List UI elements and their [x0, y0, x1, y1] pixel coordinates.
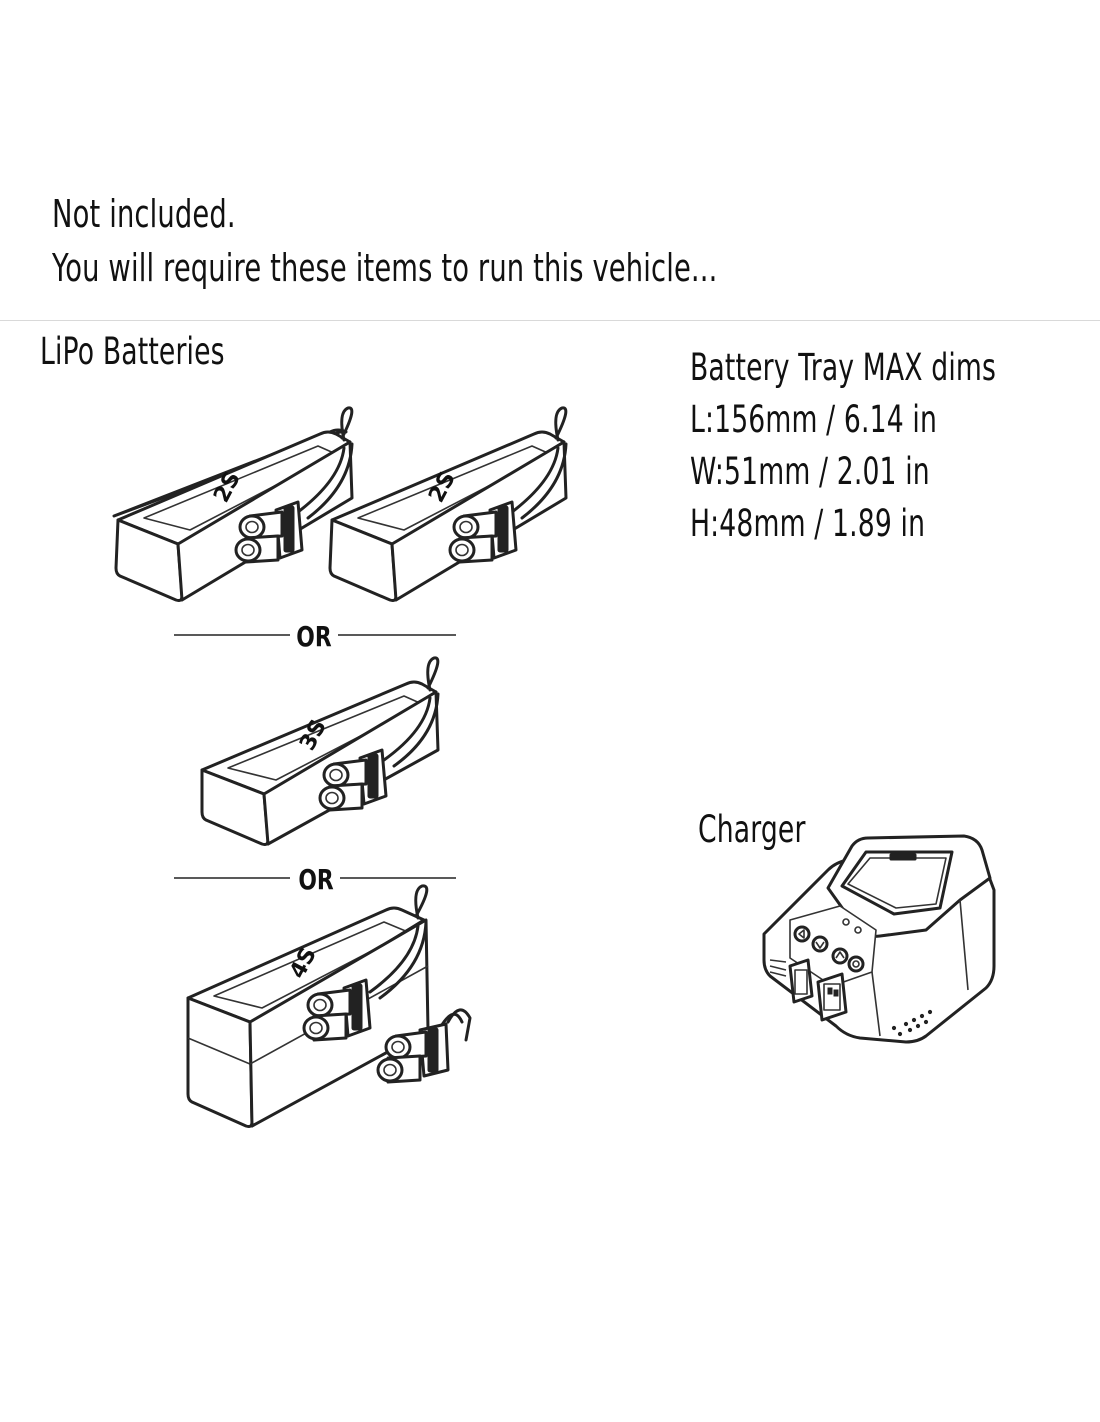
- battery-4s-pack: 4S: [186, 884, 430, 1128]
- not-included-heading: Not included.: [52, 192, 236, 236]
- or-separator-2: OR: [174, 863, 456, 896]
- or-label-1: OR: [296, 620, 331, 652]
- requirement-note: You will require these items to run this…: [52, 246, 718, 290]
- battery-2s-pack-a: 2S: [112, 406, 354, 602]
- lipo-batteries-title: LiPo Batteries: [40, 330, 225, 373]
- tray-height: H:48mm / 1.89 in: [690, 502, 926, 545]
- charger-illustration: [762, 834, 996, 1044]
- or-label-2: OR: [298, 863, 333, 895]
- battery-2s-pack-b: 2S: [328, 406, 568, 602]
- tray-width: W:51mm / 2.01 in: [690, 450, 930, 493]
- battery-tray-title: Battery Tray MAX dims: [690, 346, 997, 389]
- or-separator-1: OR: [174, 620, 456, 653]
- charger-title: Charger: [698, 808, 806, 851]
- section-divider: [0, 320, 1100, 321]
- tray-length: L:156mm / 6.14 in: [690, 398, 938, 441]
- connector-adapter: [376, 1008, 472, 1084]
- battery-3s-pack: 3S: [200, 656, 440, 846]
